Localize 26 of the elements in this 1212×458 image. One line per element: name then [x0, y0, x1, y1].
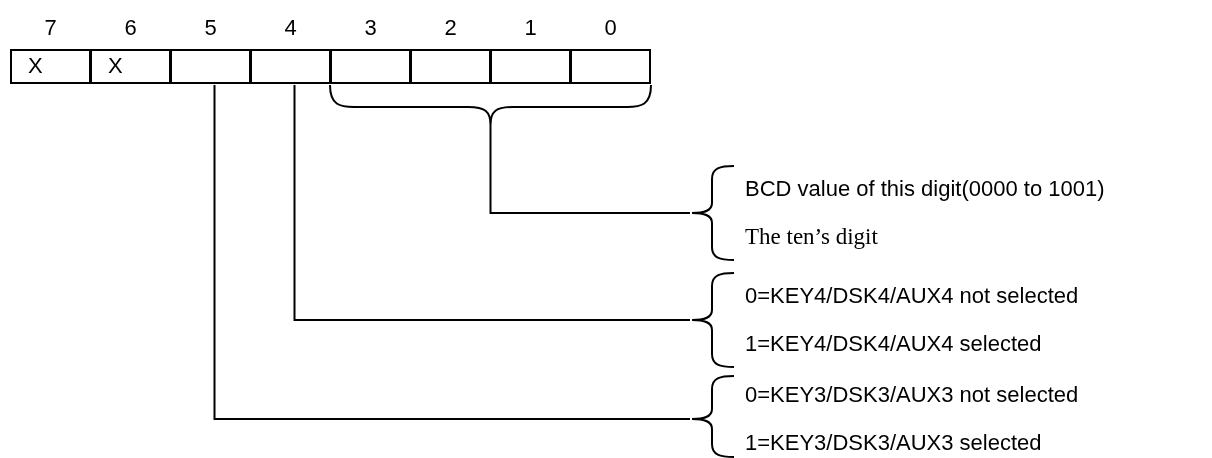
bit-number: 2 [444, 15, 457, 41]
empty-bit-cell [330, 49, 411, 84]
empty-bit-cell [570, 49, 651, 84]
empty-bit-cell [250, 49, 331, 84]
leader-line [293, 84, 691, 321]
bit-number: 1 [524, 15, 537, 41]
leader-line [213, 84, 691, 420]
bit-number: 0 [604, 15, 617, 41]
description-text: 0=KEY4/DSK4/AUX4 not selected [745, 283, 1079, 309]
description-text: 0=KEY3/DSK3/AUX3 not selected [745, 382, 1079, 408]
empty-bit-cell [410, 49, 491, 84]
description-text: BCD value of this digit(0000 to 1001) [745, 176, 1105, 202]
empty-bit-cell [490, 49, 571, 84]
bit-number: 4 [284, 15, 297, 41]
bit-cell: X [90, 49, 171, 84]
curly-bracket [330, 85, 651, 125]
description-text: 1=KEY4/DSK4/AUX4 selected [745, 331, 1042, 357]
bit-cell: X [10, 49, 91, 84]
empty-bit-cell [170, 49, 251, 84]
bit-number: 7 [44, 15, 57, 41]
bit-number: 5 [204, 15, 217, 41]
description-text: The ten’s digit [745, 224, 878, 250]
leader-line [489, 124, 691, 214]
bit-number: 6 [124, 15, 137, 41]
bit-number: 3 [364, 15, 377, 41]
description-text: 1=KEY3/DSK3/AUX3 selected [745, 430, 1042, 456]
